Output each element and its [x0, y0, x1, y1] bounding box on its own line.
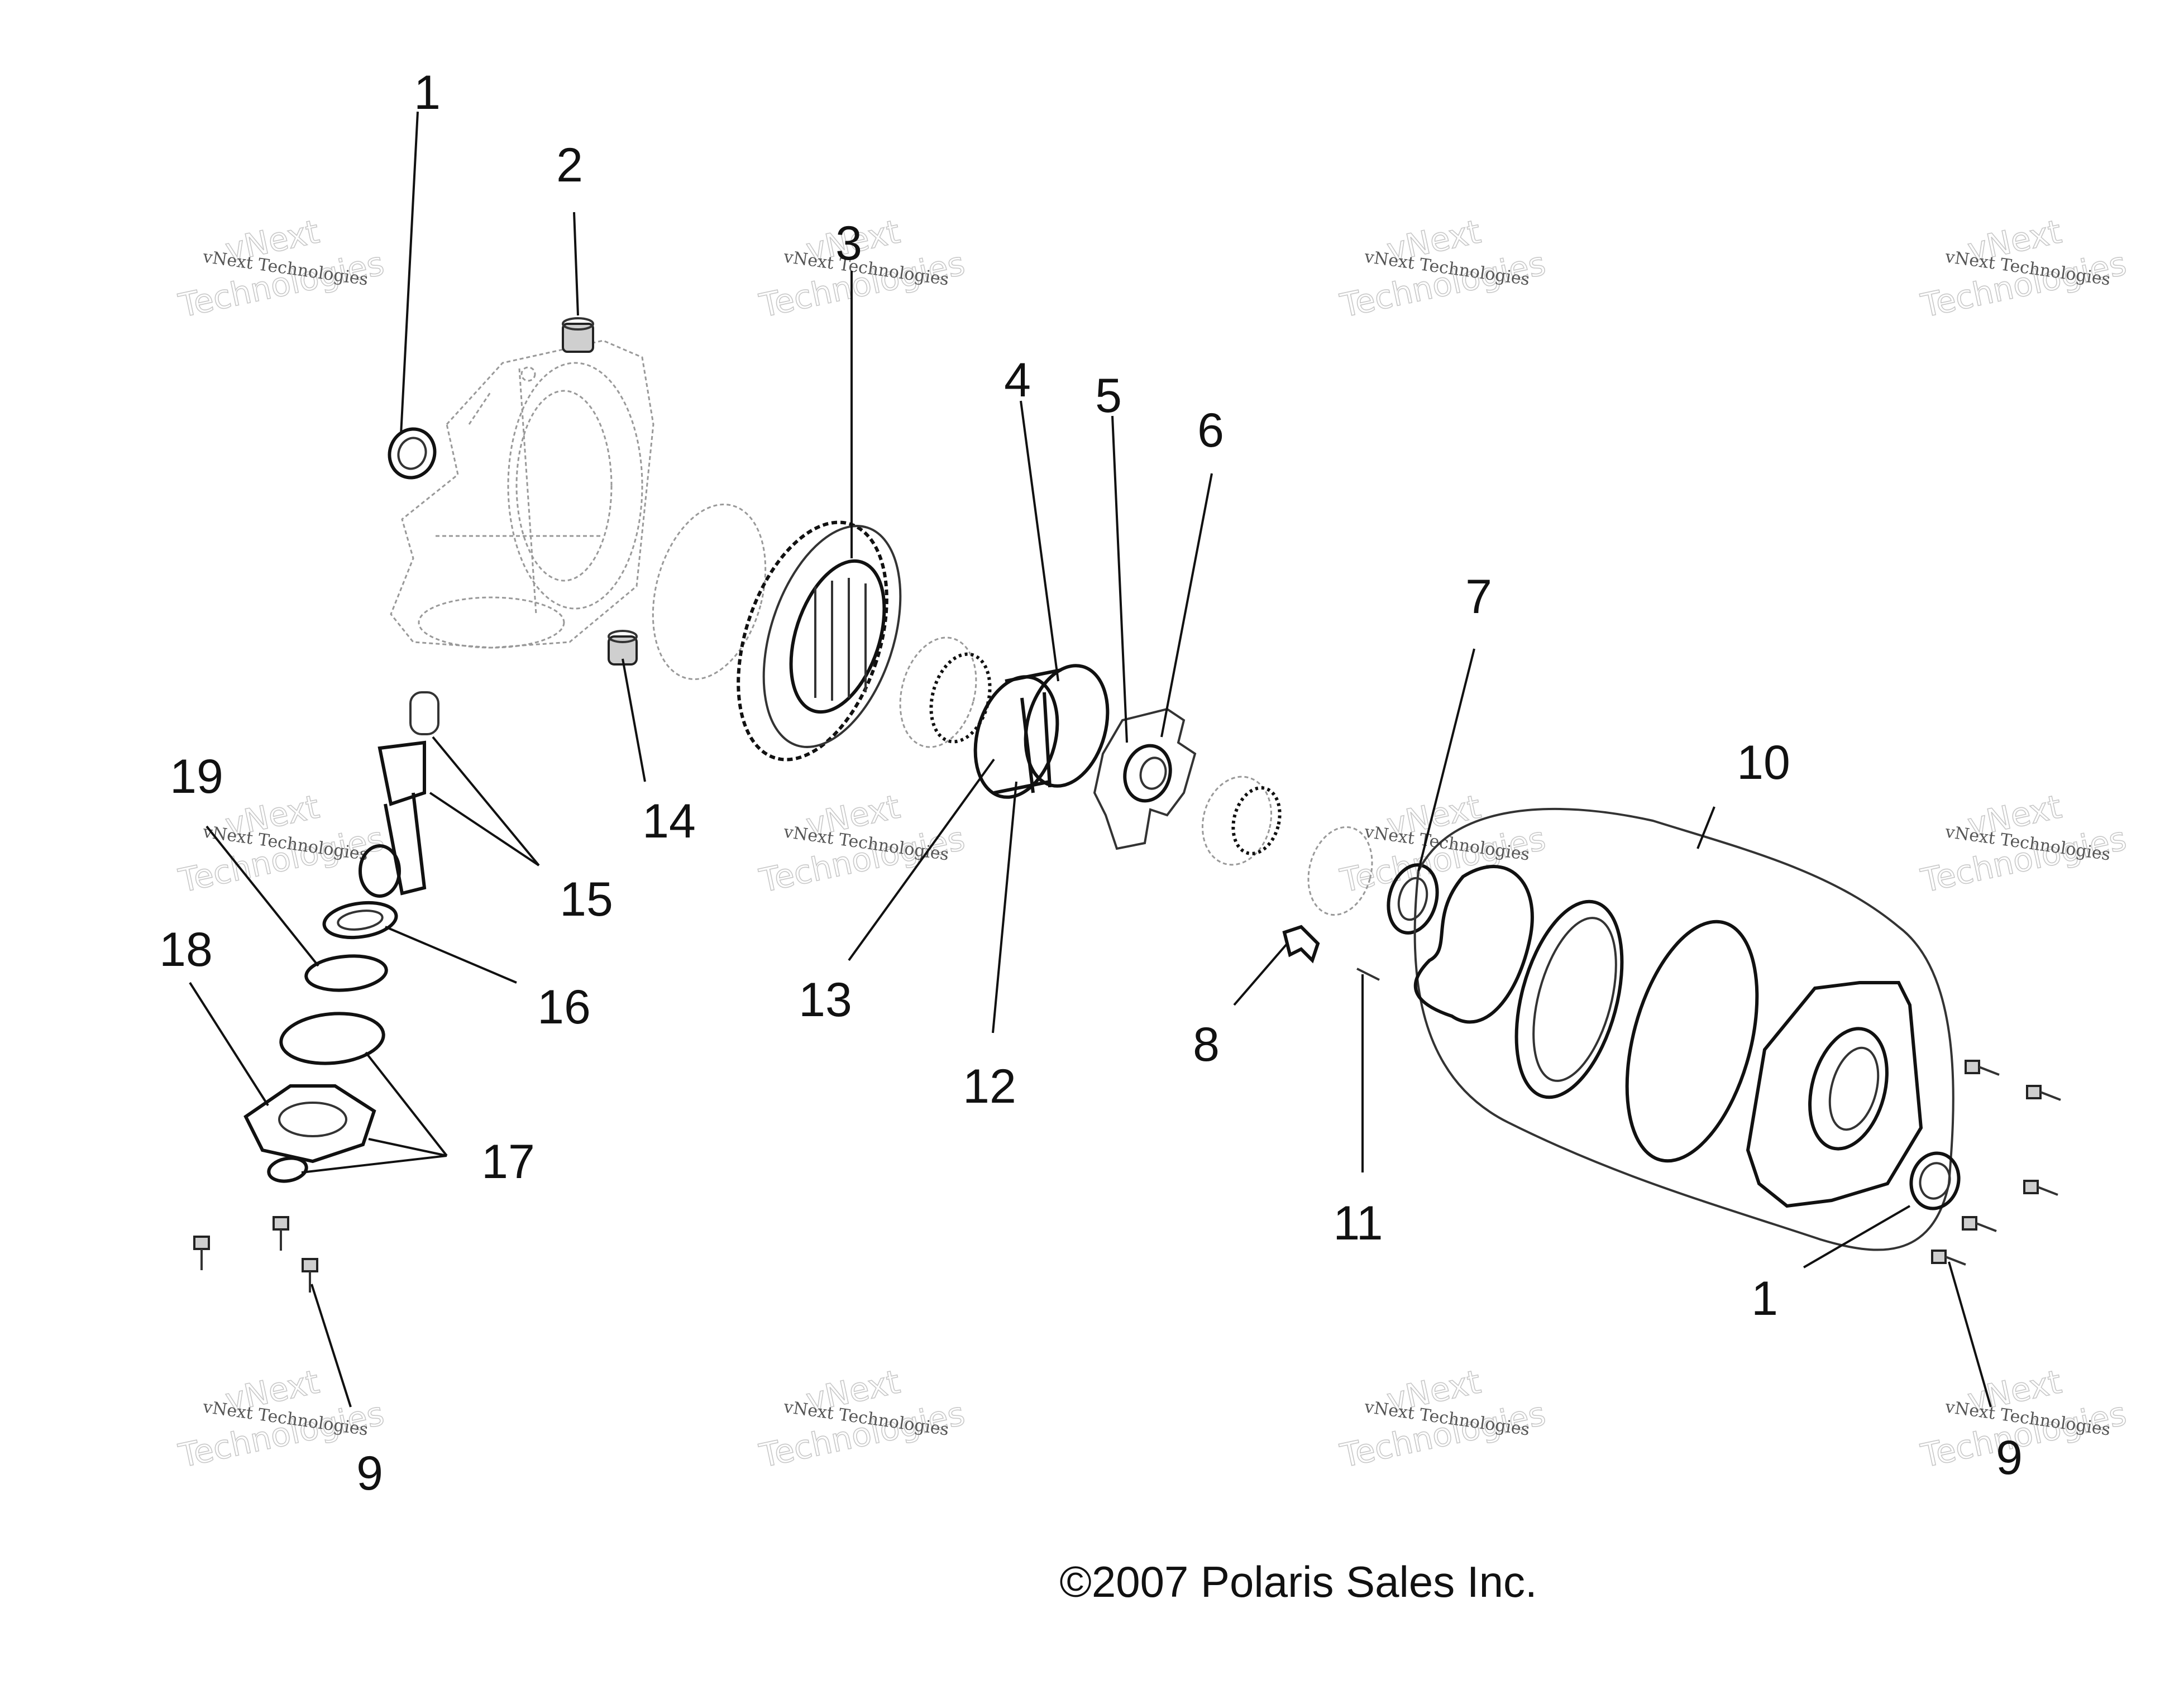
copyright-text: ©2007 Polaris Sales Inc.: [1059, 1557, 1537, 1606]
callout-8: 8: [1193, 1018, 1220, 1071]
callout-19: 19: [170, 750, 223, 803]
bolt: [1962, 1216, 1997, 1232]
bolt: [193, 1236, 210, 1270]
callout-17: 17: [481, 1135, 535, 1189]
callout-15: 15: [560, 873, 613, 926]
o-ring-part-17: [279, 1012, 385, 1065]
ring-gear-part-3: [737, 520, 902, 762]
seal-part-16: [322, 901, 398, 940]
bearing-cup-right: [1307, 826, 1373, 916]
callout-14: 14: [642, 794, 696, 848]
bolts-part-9: [193, 1060, 2061, 1293]
callout-12: 12: [963, 1060, 1016, 1113]
gearcase-housing: [390, 339, 654, 649]
plug-part-2: [562, 317, 594, 353]
bolt: [1931, 1250, 1966, 1266]
bearing-inner: [899, 636, 992, 748]
armature-plate-part-6: [1093, 707, 1197, 850]
kit-outline-part-10: [1413, 807, 1954, 1251]
bearing-right: [1201, 776, 1282, 866]
callout-3: 3: [835, 217, 862, 270]
watermarks: vNext Technologies vNext Technologies vN…: [175, 212, 2130, 1476]
bearing-cup: [652, 504, 767, 680]
roll-cage-part-4: [973, 664, 1110, 799]
bolt: [273, 1216, 289, 1251]
seal-part-1: [388, 427, 437, 480]
gearcase-cover: [1746, 981, 1923, 1208]
pinion-shaft-part-15: [359, 691, 439, 898]
parts: [193, 317, 2061, 1293]
callout-9-right: 9: [1996, 1431, 2023, 1485]
snap-ring-part-19: [304, 954, 388, 992]
o-ring-small-part-17: [267, 1156, 308, 1183]
callout-7: 7: [1465, 570, 1492, 624]
callout-4: 4: [1004, 353, 1031, 407]
callouts: 1 2 3 4 5 6 7 8 9 9 10 11 12 13 14 15 16…: [159, 66, 2023, 1500]
gasket-ring: [1413, 865, 1534, 1024]
callout-9-left: 9: [356, 1447, 383, 1500]
callout-11: 11: [1333, 1196, 1383, 1250]
bolt: [1965, 1060, 2000, 1076]
spacer-ring: [1514, 899, 1624, 1099]
pin-part-11: [1356, 968, 1380, 981]
callout-16: 16: [537, 980, 591, 1034]
cover-plate-part-18: [243, 1084, 376, 1164]
callout-18: 18: [159, 923, 213, 977]
o-ring-large: [1625, 920, 1759, 1163]
callout-1-right: 1: [1751, 1272, 1778, 1325]
callout-5: 5: [1095, 369, 1122, 423]
callout-10: 10: [1737, 736, 1790, 789]
leader-lines: [189, 111, 1992, 1408]
bolt: [302, 1258, 318, 1293]
clip-part-8: [1282, 925, 1320, 964]
callout-2: 2: [556, 138, 583, 192]
hub-part-5: [1123, 744, 1172, 803]
bolt: [2023, 1180, 2058, 1196]
callout-1: 1: [414, 66, 441, 119]
callout-13: 13: [799, 973, 852, 1027]
seal-part-1-right: [1909, 1151, 1961, 1210]
bolt: [2026, 1085, 2061, 1101]
callout-6: 6: [1197, 404, 1224, 457]
